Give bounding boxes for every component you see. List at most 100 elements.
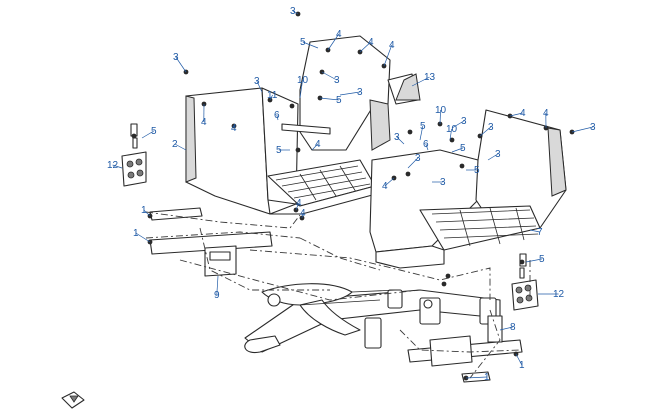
callout-c28: 10 [446, 124, 458, 135]
bracket-left [149, 207, 273, 277]
callout-c11: 13 [424, 72, 436, 83]
callout-c23: 4 [520, 108, 526, 119]
callout-c46: 8 [510, 322, 516, 333]
callout-leader-c40 [529, 229, 540, 233]
callout-leader-c36 [384, 177, 395, 187]
callout-leader-c30 [425, 143, 429, 151]
callout-leader-c25 [451, 120, 464, 129]
callout-c47: 1 [519, 360, 525, 371]
callout-c17: 2 [172, 139, 178, 150]
orientation-arrow-icon [61, 391, 85, 409]
callout-leader-c6 [175, 56, 187, 73]
callout-c24: 4 [543, 108, 549, 119]
callout-leader-c10 [319, 97, 339, 101]
callout-c15: 6 [274, 110, 280, 121]
callout-leader-c7 [321, 71, 337, 81]
callout-leader-c26 [479, 126, 492, 137]
callout-leader-c4 [359, 41, 372, 53]
callout-c36: 4 [382, 181, 388, 192]
callout-c9: 3 [357, 87, 363, 98]
callout-c40: 7 [537, 227, 543, 238]
callout-leader-c5 [383, 44, 393, 67]
callout-c44: 5 [539, 254, 545, 265]
callout-leader-c29 [571, 126, 593, 133]
callout-leader-c13 [269, 94, 273, 101]
callout-c2: 5 [300, 37, 306, 48]
callout-c10: 5 [336, 95, 342, 106]
callout-c48: 1 [484, 372, 490, 383]
callout-leader-c47 [515, 353, 523, 366]
callout-c27: 5 [420, 121, 426, 132]
callout-leader-c3 [327, 33, 340, 51]
callout-c8: 10 [297, 75, 309, 86]
mudflap-left [121, 123, 147, 187]
callout-leader-c2 [302, 41, 319, 49]
callout-c26: 3 [488, 122, 494, 133]
callout-leader-c33 [407, 157, 419, 169]
callout-leader-c17 [174, 143, 187, 151]
callout-c3: 4 [336, 29, 342, 40]
left-footwell [185, 87, 377, 215]
callout-c34: 3 [495, 149, 501, 160]
callout-leader-c12 [256, 80, 263, 93]
callout-c20: 12 [107, 160, 119, 171]
callout-leader-c34 [487, 153, 498, 161]
callout-leader-c42 [295, 202, 300, 211]
callout-leader-c1 [292, 10, 299, 15]
mudflap-right [511, 253, 539, 311]
callout-c18: 5 [151, 126, 157, 137]
callout-c12: 3 [254, 76, 260, 87]
callout-leader-c18 [141, 130, 154, 139]
callout-leader-c22 [439, 109, 441, 125]
callout-leader-c9 [339, 91, 360, 96]
callout-leader-c41 [216, 275, 219, 296]
callout-leader-c27 [419, 125, 424, 141]
callout-leader-c20 [112, 164, 123, 169]
callout-leader-c21 [311, 143, 319, 151]
callout-leader-c11 [411, 76, 430, 87]
callout-c13: 11 [267, 90, 278, 101]
bracket-right [407, 315, 523, 383]
callout-leader-c44 [525, 258, 542, 263]
callout-c39: 1 [133, 228, 139, 239]
side-guard [395, 73, 421, 101]
callout-c43: 4 [300, 208, 306, 219]
right-footwell [369, 109, 567, 269]
callout-c22: 10 [435, 105, 447, 116]
assembly-lines [145, 211, 531, 379]
callout-c19: 5 [276, 145, 282, 156]
callout-c37: 5 [474, 165, 480, 176]
callout-leader-c43 [301, 212, 304, 219]
callout-c16: 4 [231, 123, 237, 134]
callout-c33: 3 [415, 153, 421, 164]
callout-c42: 4 [296, 198, 302, 209]
callout-leader-c46 [499, 326, 513, 331]
callout-c4: 4 [368, 37, 374, 48]
callout-c45: 12 [553, 289, 565, 300]
callout-leader-c32 [451, 147, 463, 153]
callout-c7: 3 [334, 75, 340, 86]
callout-c25: 3 [461, 116, 467, 127]
callout-leader-c39 [135, 232, 151, 243]
callout-c41: 9 [214, 290, 220, 301]
callout-c21: 4 [315, 139, 321, 150]
callout-leader-c15 [276, 114, 279, 121]
callout-c32: 5 [460, 143, 466, 154]
callout-c14: 4 [201, 117, 207, 128]
callout-c1: 3 [290, 6, 296, 17]
callout-c35: 3 [440, 177, 446, 188]
callout-c29: 3 [590, 122, 596, 133]
callout-leader-c28 [449, 128, 452, 141]
callout-c5: 4 [389, 40, 395, 51]
callout-leader-c23 [509, 112, 523, 117]
callout-leader-c48 [465, 376, 487, 379]
callout-c6: 3 [173, 52, 179, 63]
callout-leader-c8 [299, 79, 303, 99]
callout-c38: 1 [141, 205, 147, 216]
callout-c30: 6 [423, 139, 429, 150]
callout-leader-c31 [396, 136, 405, 145]
callout-leader-c38 [143, 209, 151, 217]
